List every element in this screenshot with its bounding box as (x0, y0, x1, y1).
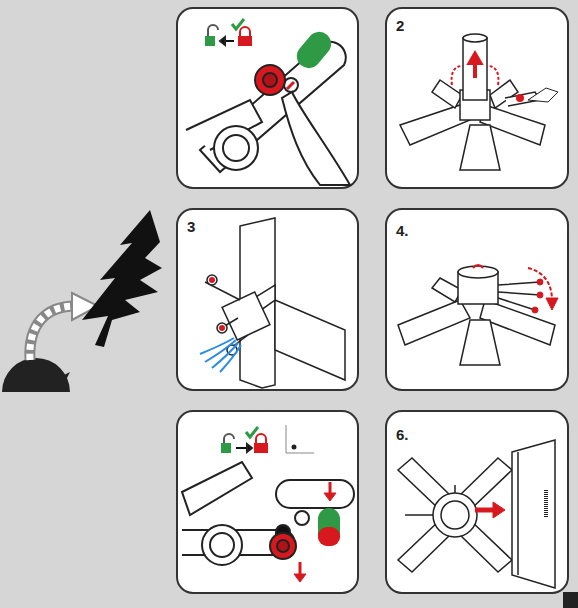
step-number: 4. (395, 223, 410, 238)
step-number: 6. (395, 427, 410, 442)
step-number: 2 (395, 18, 405, 33)
step-number: 3 (186, 219, 196, 234)
